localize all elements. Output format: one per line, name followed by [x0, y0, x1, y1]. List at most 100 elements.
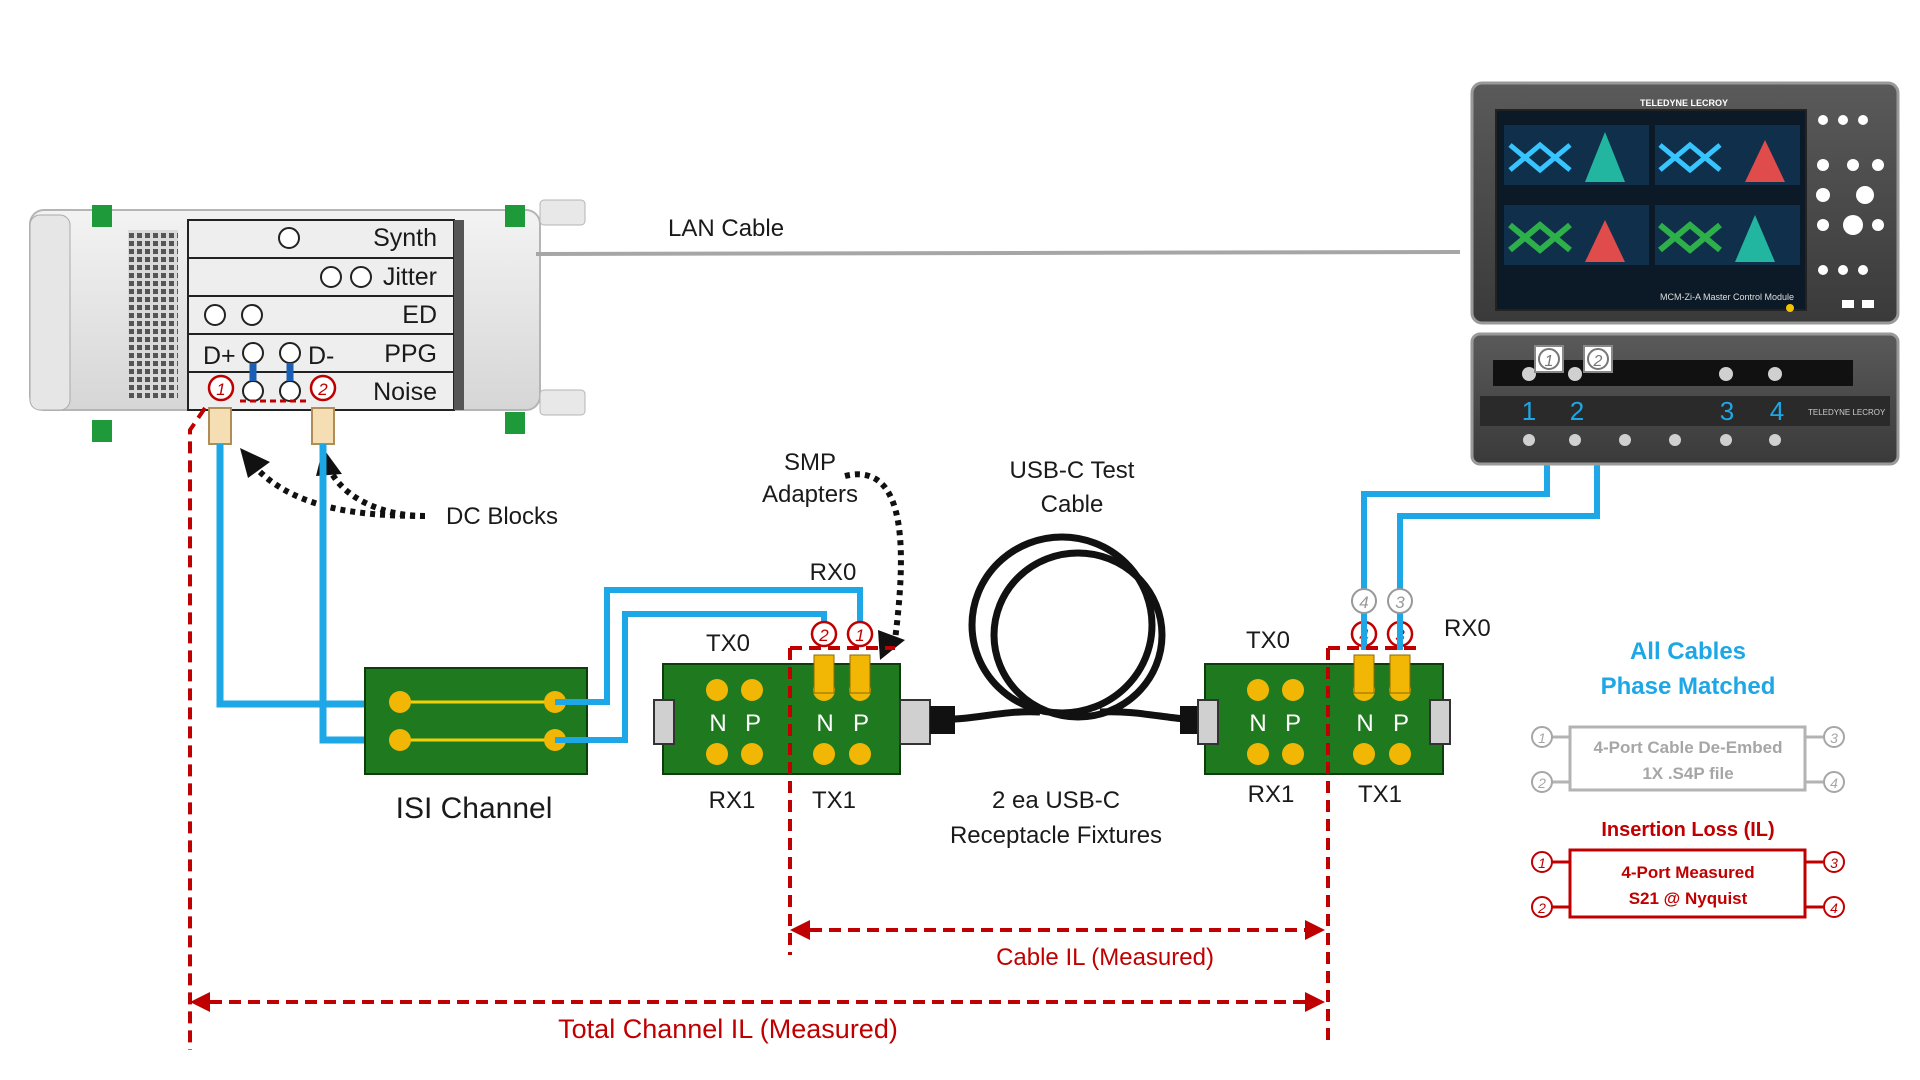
legend-deembed-leads — [1552, 735, 1823, 784]
total-il-label: Total Channel IL (Measured) — [558, 1014, 898, 1044]
scope-port-1-marker — [1538, 348, 1560, 370]
dc-block-2 — [311, 407, 335, 445]
legend-measured-port-1: 1 — [1538, 855, 1546, 871]
scope-button — [1842, 300, 1854, 308]
left-fixture-port2-marker — [810, 620, 838, 648]
left-fixture-p2: P — [853, 710, 869, 737]
usbc-cable-label-line1: USB-C Test — [1010, 457, 1135, 484]
legend-measured-line1: 4-Port Measured — [1621, 863, 1754, 882]
left-fixture-rx0: RX0 — [810, 559, 857, 586]
dc-blocks-arrow — [255, 467, 426, 519]
cable-isi-to-fixture-p — [555, 587, 863, 705]
left-fixture-n1: N — [709, 710, 726, 737]
total-il-arrow-left — [190, 992, 210, 1012]
instrument-handle — [29, 214, 71, 411]
foot-green-1 — [92, 205, 112, 227]
legend-phase-matched-line1: All Cables — [1630, 638, 1746, 665]
cable-il-label: Cable IL (Measured) — [996, 944, 1214, 971]
legend-measured-box — [1568, 848, 1807, 919]
fixtures-caption-line1: 2 ea USB-C — [992, 787, 1120, 814]
legend-measured-port-3: 3 — [1830, 855, 1838, 871]
legend-il-title: Insertion Loss (IL) — [1601, 819, 1774, 841]
legend-deembed-line2: 1X .S4P file — [1642, 764, 1733, 783]
scope-brand-top: TELEDYNE LECROY — [1640, 98, 1728, 108]
slot-connectors — [204, 227, 372, 402]
module-jitter: Jitter — [383, 263, 437, 291]
module-noise: Noise — [373, 378, 437, 406]
port-1-number: 1 — [216, 380, 225, 399]
usbc-cable-label-line2: Cable — [1041, 491, 1104, 518]
right-fixture-p1: P — [1285, 710, 1301, 737]
right-fixture-rx1: RX1 — [1248, 781, 1295, 808]
scope-cable-port4: 4 — [1359, 593, 1368, 612]
dplus-label: D+ — [203, 342, 236, 370]
cable-dplus-to-isi — [216, 444, 400, 708]
right-fixture-n2: N — [1356, 710, 1373, 737]
left-fixture-p1: P — [745, 710, 761, 737]
legend-phase-matched-line2: Phase Matched — [1601, 673, 1776, 700]
left-fixture-rx1: RX1 — [709, 787, 756, 814]
dc-block-1 — [208, 407, 232, 445]
legend-deembed-port-3: 3 — [1830, 730, 1838, 746]
smp-label-line1: SMP — [784, 449, 836, 476]
legend-deembed-port-1: 1 — [1538, 730, 1546, 746]
scope-port-2: 2 — [1593, 353, 1603, 370]
legend-deembed-line1: 4-Port Cable De-Embed — [1594, 738, 1783, 757]
scope-module-label: MCM-Zi-A Master Control Module — [1660, 292, 1794, 302]
right-usbc-fixture — [1197, 654, 1451, 775]
isi-channel-label: ISI Channel — [396, 792, 553, 825]
port-2-marker — [309, 374, 337, 402]
scope-button-2 — [1862, 300, 1874, 308]
dc-blocks-arrow-2 — [327, 468, 426, 519]
smp-arrow — [844, 471, 904, 641]
module-ed: ED — [402, 301, 437, 329]
legend-measured-port-2: 2 — [1537, 900, 1546, 916]
scope-channel-2: 2 — [1570, 396, 1584, 426]
right-fixture-n1: N — [1249, 710, 1266, 737]
legend-deembed-port-2: 2 — [1537, 775, 1546, 791]
foot-green-3 — [92, 420, 112, 442]
usbc-test-cable — [929, 533, 1206, 724]
left-fixture-port1-marker — [846, 620, 874, 648]
legend-measured-line2: S21 @ Nyquist — [1629, 889, 1748, 908]
port-1-marker — [207, 374, 235, 402]
lan-cable-label: LAN Cable — [668, 215, 784, 242]
left-fixture-port1: 1 — [855, 626, 864, 645]
scope-channel-1: 1 — [1522, 396, 1536, 426]
scope-channel-strip — [1480, 396, 1890, 426]
left-fixture-port2: 2 — [818, 626, 829, 645]
legend-deembed-port-4: 4 — [1830, 775, 1838, 791]
scope-channel-3: 3 — [1720, 396, 1734, 426]
bert-instrument: Synth Jitter ED PPG Noise D+ D- 1 2 — [29, 199, 586, 445]
scope-display-plots — [1504, 125, 1800, 265]
scope-cable-port3-marker — [1387, 588, 1413, 614]
scope-knobs — [1816, 115, 1884, 275]
cable-il-arrow-right — [1305, 920, 1325, 940]
slot-side-rail — [454, 220, 464, 410]
left-fixture-n2: N — [816, 710, 833, 737]
total-il-arrow-right — [1305, 992, 1325, 1012]
scope-module-dots — [1522, 367, 1782, 446]
rear-tab-bottom — [539, 389, 586, 416]
module-ppg: PPG — [384, 340, 437, 368]
dc-blocks-arrowhead-1 — [240, 448, 270, 478]
lan-cable-line — [535, 250, 1461, 256]
scope-brand-module: TELEDYNE LECROY — [1808, 408, 1886, 417]
left-fixture-tx0: TX0 — [706, 630, 750, 657]
port-2-number: 2 — [317, 380, 328, 399]
foot-green-4 — [505, 412, 525, 434]
legend-measured-port-4: 4 — [1830, 900, 1838, 916]
oscilloscope: MCM-Zi-A Master Control Module TELEDYNE … — [1470, 81, 1900, 466]
right-fixture-tx1: TX1 — [1358, 781, 1402, 808]
smp-label-line2: Adapters — [762, 481, 858, 508]
cable-il-arrow-left — [790, 920, 810, 940]
dminus-label: D- — [308, 342, 334, 370]
module-synth: Synth — [373, 224, 437, 252]
scope-led — [1786, 304, 1794, 312]
measurement-lines — [188, 406, 1420, 1050]
smp-arrowhead — [878, 630, 905, 660]
right-fixture-tx0: TX0 — [1246, 627, 1290, 654]
right-fixture-rx0: RX0 — [1444, 615, 1491, 642]
